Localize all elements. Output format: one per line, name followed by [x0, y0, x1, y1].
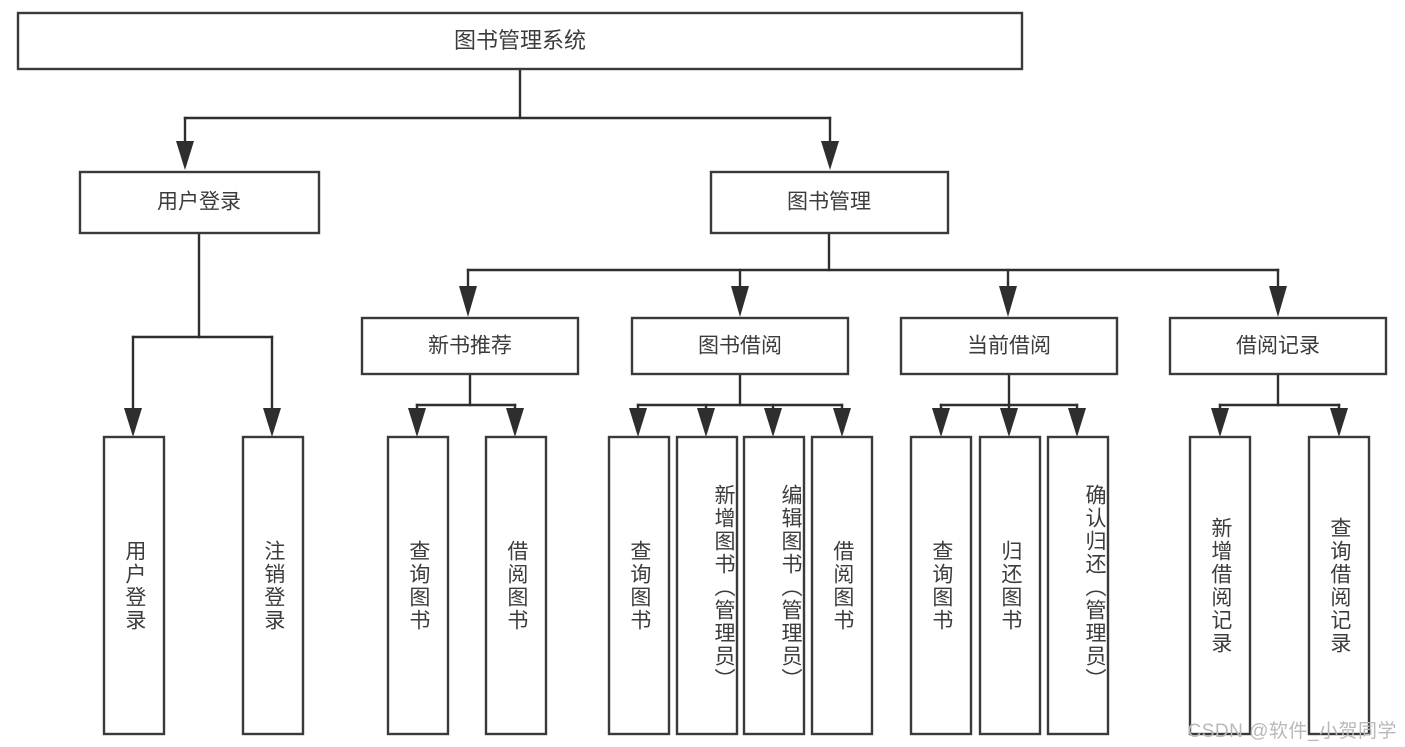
- arrow-head-leaf-12: [1211, 408, 1229, 437]
- node-box-leaf-2[interactable]: [241, 435, 305, 736]
- node-box-leaf-3[interactable]: [386, 435, 450, 736]
- node-label-user-login: 用户登录: [157, 191, 241, 214]
- node-box-user-login[interactable]: [78, 170, 321, 235]
- node-box-root[interactable]: [16, 11, 1024, 71]
- node-label-current-borrow: 当前借阅: [967, 335, 1051, 358]
- arrow-head-leaf-8: [833, 408, 851, 437]
- connector-group-book-borrow: [629, 372, 851, 437]
- arrow-head-current-borrow: [999, 286, 1017, 317]
- watermark-text: CSDN @软件_小贺同学: [1187, 721, 1397, 742]
- arrow-head-book-borrow: [731, 286, 749, 317]
- node-label-book-borrow: 图书借阅: [698, 335, 782, 358]
- node-box-leaf-11[interactable]: [1046, 435, 1110, 736]
- arrow-head-borrow-record: [1269, 286, 1287, 317]
- arrow-head-userlogin: [176, 141, 194, 170]
- arrow-head-bookmanage: [821, 141, 839, 170]
- node-box-leaf-13[interactable]: [1307, 435, 1371, 736]
- connector-group-new-book-rec: [408, 372, 524, 437]
- node-label-book-manage: 图书管理: [787, 191, 871, 214]
- arrow-head-leaf-5: [629, 408, 647, 437]
- node-label-root: 图书管理系统: [454, 28, 586, 53]
- arrow-head-new-book-rec: [459, 286, 477, 317]
- connector-group-current-borrow: [932, 372, 1086, 437]
- node-box-new-book-rec[interactable]: [360, 316, 580, 376]
- node-box-leaf-8[interactable]: [810, 435, 874, 736]
- node-box-leaf-5[interactable]: [607, 435, 671, 736]
- connector-group-root: [176, 67, 839, 170]
- arrow-head-leaf-13: [1330, 408, 1348, 437]
- node-box-leaf-12[interactable]: [1188, 435, 1252, 736]
- node-box-borrow-record[interactable]: [1168, 316, 1388, 376]
- connector-group-book-manage: [459, 231, 1287, 317]
- node-box-leaf-1[interactable]: [102, 435, 166, 736]
- node-box-leaf-6[interactable]: [675, 435, 739, 736]
- connector-group-borrow-record: [1211, 372, 1348, 437]
- arrow-head-leaf-4: [506, 408, 524, 437]
- node-label-borrow-record: 借阅记录: [1236, 335, 1320, 358]
- arrow-head-leaf-1: [124, 408, 142, 437]
- arrow-head-leaf-10: [1000, 408, 1018, 437]
- node-box-leaf-4[interactable]: [484, 435, 548, 736]
- node-box-book-borrow[interactable]: [630, 316, 850, 376]
- node-box-leaf-9[interactable]: [909, 435, 973, 736]
- arrow-head-leaf-11: [1068, 408, 1086, 437]
- connector-group-user-login: [124, 231, 281, 437]
- arrow-head-leaf-7: [764, 408, 782, 437]
- node-box-leaf-7[interactable]: [742, 435, 806, 736]
- node-box-book-manage[interactable]: [709, 170, 950, 235]
- arrow-head-leaf-6: [697, 408, 715, 437]
- arrow-head-leaf-2: [263, 408, 281, 437]
- arrow-head-leaf-3: [408, 408, 426, 437]
- arrow-head-leaf-9: [932, 408, 950, 437]
- node-box-current-borrow[interactable]: [899, 316, 1119, 376]
- node-label-new-book-rec: 新书推荐: [428, 335, 512, 358]
- node-box-leaf-10[interactable]: [978, 435, 1042, 736]
